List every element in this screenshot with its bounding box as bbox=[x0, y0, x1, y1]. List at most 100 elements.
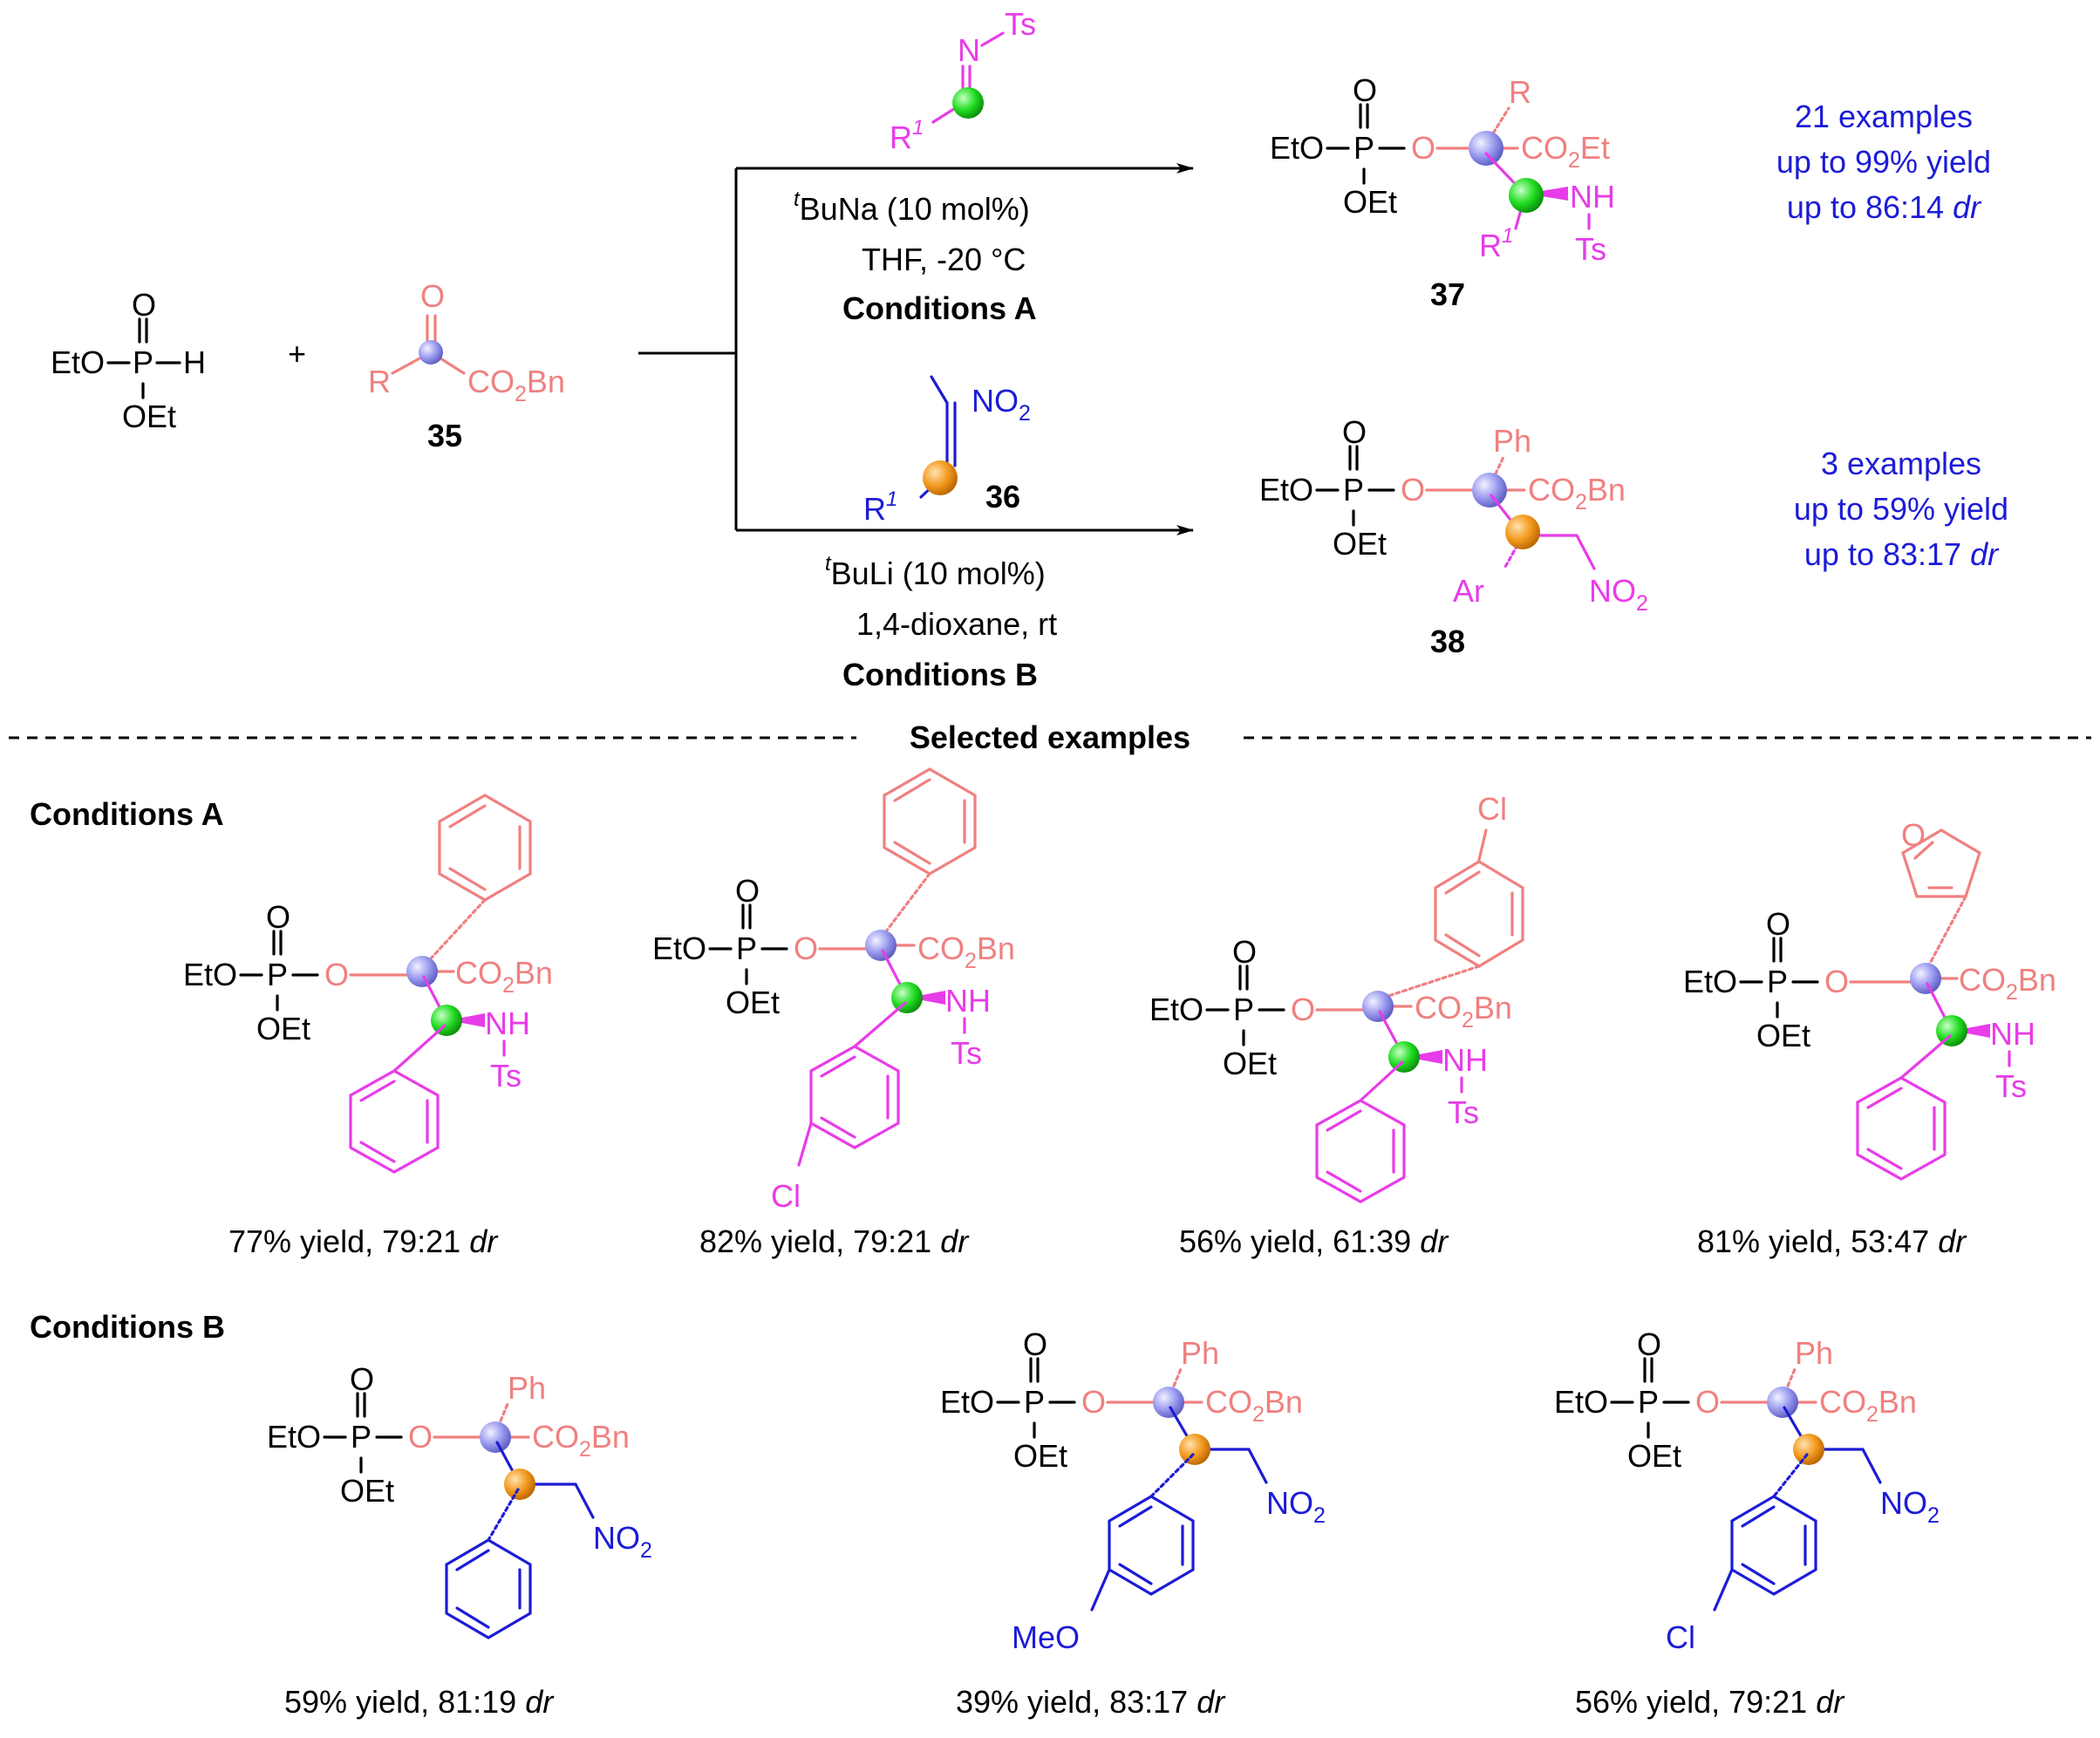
svg-text:EtO: EtO bbox=[1270, 130, 1324, 166]
svg-text:CO2Bn: CO2Bn bbox=[455, 955, 553, 998]
svg-text:CO2Bn: CO2Bn bbox=[532, 1419, 630, 1462]
stereocenter-sphere-lavender bbox=[1153, 1387, 1184, 1418]
svg-text:R1: R1 bbox=[863, 487, 897, 527]
product-38: EtO P O OEt O Ph CO2Bn NO2 Ar 38 bbox=[1259, 414, 1648, 659]
atom-eto: EtO bbox=[51, 344, 105, 380]
atom-h: H bbox=[183, 344, 206, 380]
svg-text:CO2Bn: CO2Bn bbox=[1205, 1384, 1303, 1427]
svg-text:EtO: EtO bbox=[1259, 472, 1313, 508]
svg-text:77% yield, 79:21 dr: 77% yield, 79:21 dr bbox=[228, 1223, 499, 1259]
svg-text:O: O bbox=[735, 873, 760, 909]
svg-text:O: O bbox=[324, 957, 349, 992]
summary-37: 21 examples up to 99% yield up to 86:14 … bbox=[1776, 99, 1991, 225]
svg-text:O: O bbox=[1023, 1326, 1047, 1362]
conditions-a-label: Conditions A bbox=[842, 290, 1037, 326]
svg-text:O: O bbox=[266, 899, 290, 935]
svg-text:EtO: EtO bbox=[1683, 964, 1737, 999]
example-a1: EtO P O OEt O CO2Bn NH Ts 77% yield, 79:… bbox=[183, 794, 553, 1259]
svg-text:O: O bbox=[1353, 72, 1377, 108]
svg-text:EtO: EtO bbox=[652, 930, 706, 966]
svg-text:O: O bbox=[1232, 934, 1257, 970]
svg-text:P: P bbox=[351, 1419, 372, 1455]
stereocenter-sphere-orange bbox=[1505, 515, 1540, 549]
svg-text:OEt: OEt bbox=[1756, 1018, 1810, 1053]
svg-text:OEt: OEt bbox=[340, 1473, 394, 1509]
stereocenter-sphere-orange bbox=[1793, 1434, 1824, 1465]
svg-text:CO2Bn: CO2Bn bbox=[1528, 472, 1626, 515]
stereocenter-sphere-green bbox=[1509, 178, 1544, 213]
stereocenter-sphere-lavender bbox=[406, 956, 438, 987]
atom-r: R bbox=[368, 364, 391, 399]
selected-examples-divider: Selected examples bbox=[9, 719, 2091, 755]
atom-n: N bbox=[958, 32, 980, 68]
svg-text:81% yield, 53:47 dr: 81% yield, 53:47 dr bbox=[1697, 1223, 1967, 1259]
svg-text:Cl: Cl bbox=[1477, 791, 1507, 827]
svg-text:Ph: Ph bbox=[1795, 1335, 1833, 1371]
svg-text:NO2: NO2 bbox=[1880, 1485, 1940, 1528]
example-a4: O EtO P O OEt O CO2Bn NH Ts 81% yield, 5… bbox=[1683, 817, 2056, 1259]
stereocenter-sphere-lavender bbox=[1469, 131, 1503, 166]
stereocenter-sphere-green bbox=[431, 1005, 462, 1036]
svg-text:OEt: OEt bbox=[1627, 1438, 1681, 1474]
svg-text:EtO: EtO bbox=[1554, 1384, 1608, 1420]
svg-text:Ts: Ts bbox=[490, 1058, 522, 1094]
stereocenter-sphere-lavender bbox=[1472, 473, 1507, 508]
svg-text:CO2Bn: CO2Bn bbox=[1819, 1384, 1917, 1427]
svg-text:up to 83:17 dr: up to 83:17 dr bbox=[1804, 536, 2000, 572]
svg-text:EtO: EtO bbox=[183, 957, 237, 992]
atom-o: O bbox=[420, 278, 445, 314]
reactant-diethyl-phosphite: EtO P H O OEt bbox=[51, 287, 206, 434]
svg-text:NH: NH bbox=[1990, 1016, 2035, 1052]
conditions-a-text: tBuNa (10 mol%) THF, -20 °C Conditions A bbox=[794, 187, 1037, 326]
svg-text:O: O bbox=[1411, 130, 1435, 166]
svg-text:NO2: NO2 bbox=[593, 1520, 652, 1563]
svg-text:R: R bbox=[1509, 74, 1531, 110]
svg-text:P: P bbox=[1353, 130, 1374, 166]
svg-text:OEt: OEt bbox=[256, 1011, 310, 1046]
conditions-b-text: tBuLi (10 mol%) 1,4-dioxane, rt Conditio… bbox=[825, 552, 1057, 692]
svg-text:O: O bbox=[1637, 1326, 1661, 1362]
stereocenter-sphere-lavender bbox=[865, 930, 897, 961]
svg-text:O: O bbox=[1291, 992, 1315, 1027]
svg-text:OEt: OEt bbox=[726, 985, 780, 1020]
svg-text:O: O bbox=[1695, 1384, 1720, 1420]
example-b2: EtO P O OEt O Ph CO2Bn NO2 MeO 39% yield… bbox=[940, 1326, 1326, 1720]
svg-text:P: P bbox=[1343, 472, 1364, 508]
svg-text:39% yield, 83:17 dr: 39% yield, 83:17 dr bbox=[956, 1684, 1226, 1720]
stereocenter-sphere-green bbox=[1936, 1015, 1967, 1046]
svg-text:CO2Bn: CO2Bn bbox=[467, 364, 565, 406]
conditions-a-solvent: THF, -20 °C bbox=[862, 242, 1026, 277]
atom-ts: Ts bbox=[1005, 6, 1036, 42]
reagent-imine: N Ts R1 bbox=[890, 6, 1036, 155]
section-conditions-a: Conditions A bbox=[30, 796, 224, 832]
svg-text:O: O bbox=[1901, 817, 1926, 853]
stereocenter-sphere-lavender bbox=[419, 340, 443, 365]
section-conditions-b: Conditions B bbox=[30, 1309, 225, 1345]
svg-text:21 examples: 21 examples bbox=[1795, 99, 1973, 134]
svg-text:Ts: Ts bbox=[1448, 1094, 1479, 1130]
reaction-arrows bbox=[638, 163, 1194, 535]
svg-text:P: P bbox=[1024, 1384, 1045, 1420]
product-37: EtO P O OEt O R CO2Et NH Ts R1 37 bbox=[1270, 72, 1615, 312]
example-b1: EtO P O OEt O Ph CO2Bn NO2 59% yield, 81… bbox=[267, 1361, 652, 1720]
compound-label-37: 37 bbox=[1430, 276, 1465, 312]
svg-text:82% yield, 79:21 dr: 82% yield, 79:21 dr bbox=[699, 1223, 970, 1259]
svg-text:NO2: NO2 bbox=[1589, 573, 1648, 616]
svg-text:3 examples: 3 examples bbox=[1821, 446, 1981, 481]
stereocenter-sphere-orange bbox=[923, 460, 958, 495]
svg-text:NH: NH bbox=[1570, 179, 1615, 215]
svg-text:up to 99% yield: up to 99% yield bbox=[1776, 144, 1991, 180]
svg-text:tBuLi (10 mol%): tBuLi (10 mol%) bbox=[825, 552, 1046, 591]
svg-text:OEt: OEt bbox=[1343, 184, 1397, 220]
svg-text:56% yield, 79:21 dr: 56% yield, 79:21 dr bbox=[1575, 1684, 1845, 1720]
summary-38: 3 examples up to 59% yield up to 83:17 d… bbox=[1794, 446, 2008, 572]
svg-text:EtO: EtO bbox=[267, 1419, 321, 1455]
stereocenter-sphere-lavender bbox=[1767, 1387, 1798, 1418]
svg-text:R1: R1 bbox=[890, 116, 924, 155]
stereocenter-sphere-green bbox=[952, 87, 984, 119]
svg-text:tBuNa (10 mol%): tBuNa (10 mol%) bbox=[794, 187, 1030, 227]
example-b3: EtO P O OEt O Ph CO2Bn NO2 Cl 56% yield,… bbox=[1554, 1326, 1940, 1720]
stereocenter-sphere-orange bbox=[504, 1469, 535, 1500]
svg-text:Ph: Ph bbox=[1493, 423, 1531, 459]
